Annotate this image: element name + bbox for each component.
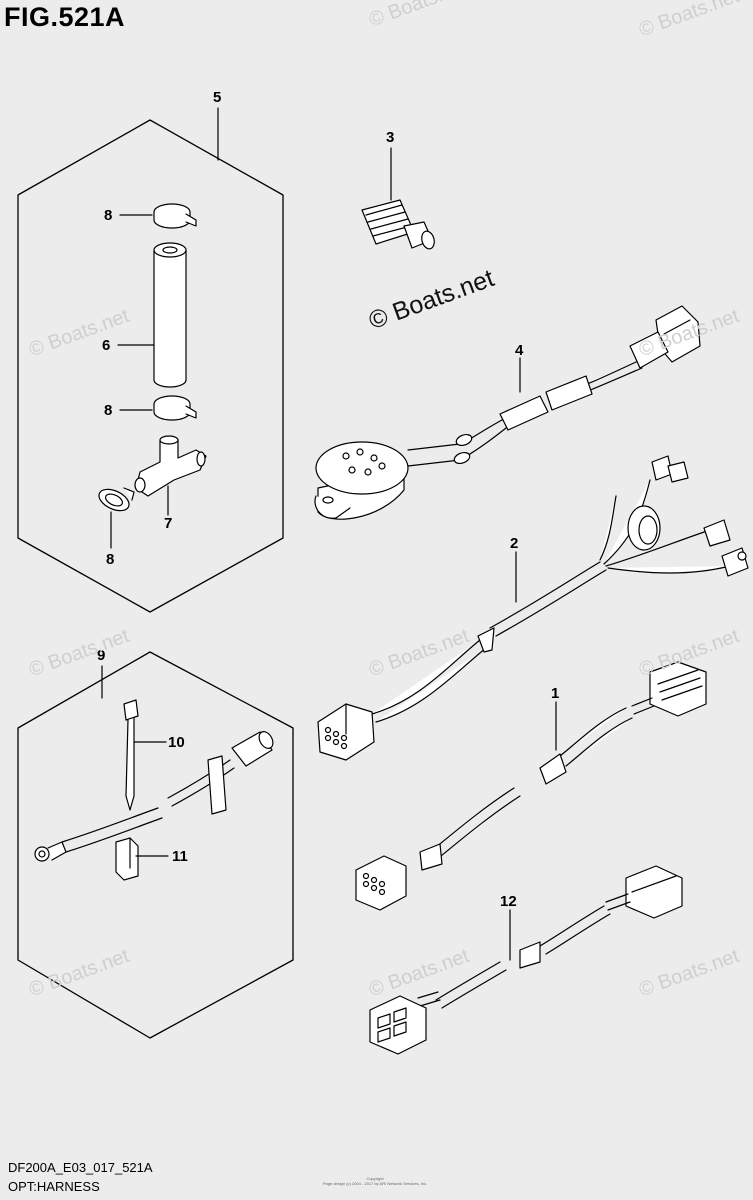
harness-2 — [317, 455, 749, 761]
callout-12: 12 — [500, 893, 517, 910]
callout-11: 11 — [172, 848, 188, 865]
group-box-hoses — [17, 119, 284, 613]
copyright-notice: Copyright Page design (c) 2004 - 2017 by… — [290, 1176, 460, 1186]
copyright-line-2: Page design (c) 2004 - 2017 by ARI Netwo… — [322, 1181, 428, 1186]
callout-2: 2 — [510, 535, 519, 552]
callout-8-middle: 8 — [104, 402, 113, 419]
tee-joint-7 — [134, 435, 207, 497]
callout-9: 9 — [97, 647, 106, 664]
fitting-3 — [361, 199, 435, 250]
callout-4: 4 — [515, 342, 524, 359]
callout-8-top: 8 — [104, 207, 113, 224]
callout-3: 3 — [386, 129, 395, 146]
ground-wire — [34, 731, 274, 862]
buzzer-harness-4 — [314, 305, 701, 520]
hose-clamp-top — [153, 203, 197, 229]
callout-1: 1 — [551, 685, 560, 702]
figure-title: FIG.521A — [4, 2, 126, 32]
cable-tie-10 — [123, 699, 139, 811]
hose-clamp-middle — [153, 395, 197, 421]
callout-10: 10 — [168, 734, 185, 751]
fuse-11 — [115, 837, 139, 881]
diagram-code: DF200A_E03_017_521A — [8, 1160, 153, 1175]
callout-8-bottom: 8 — [106, 551, 115, 568]
callout-7: 7 — [164, 515, 173, 532]
diagram-subject: OPT:HARNESS — [8, 1179, 100, 1194]
group-box-ground — [17, 651, 294, 1039]
copyright-line-1: Copyright — [366, 1176, 384, 1181]
harness-12 — [369, 865, 683, 1055]
callout-5: 5 — [213, 89, 222, 106]
hose-6 — [153, 242, 187, 388]
hose-clamp-bottom — [98, 487, 135, 512]
callout-6: 6 — [102, 337, 111, 354]
harness-1 — [355, 661, 707, 911]
